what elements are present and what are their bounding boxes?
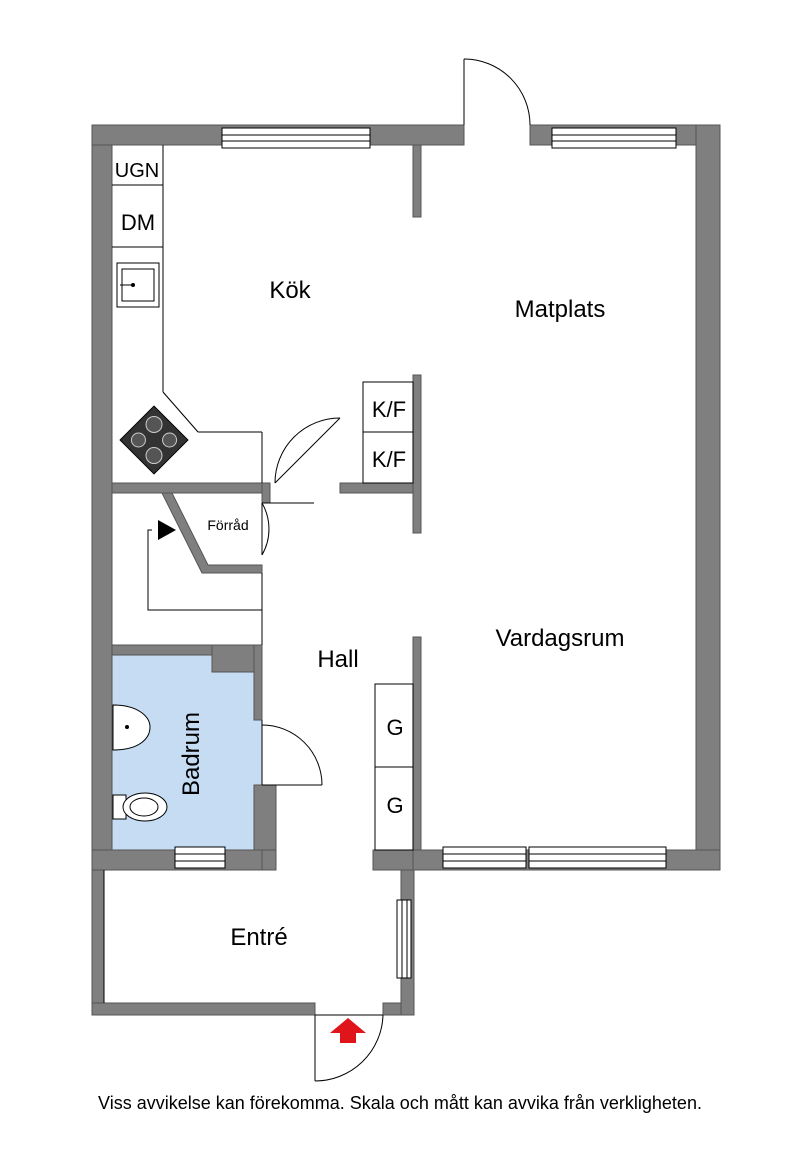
label-fridge-freezer-2: K/F — [372, 447, 406, 472]
sink-icon — [116, 262, 160, 308]
label-dishwasher: DM — [121, 210, 155, 235]
toilet-icon — [112, 792, 168, 822]
windows — [174, 127, 677, 979]
room-label-hall: Hall — [317, 646, 358, 673]
stair-arrow-icon — [158, 520, 176, 540]
room-label-dining: Matplats — [515, 296, 606, 323]
entrance-arrow-icon — [330, 1018, 366, 1043]
stove-icon — [119, 405, 189, 475]
label-wardrobe-1: G — [386, 715, 403, 740]
label-fridge-freezer-1: K/F — [372, 397, 406, 422]
room-label-entrance: Entré — [230, 924, 287, 951]
disclaimer-text: Viss avvikelse kan förekomma. Skala och … — [98, 1093, 702, 1113]
label-oven: UGN — [115, 160, 159, 182]
doors — [261, 58, 531, 1082]
room-label-bathroom: Badrum — [178, 712, 205, 796]
room-label-living: Vardagsrum — [496, 625, 625, 652]
walls — [91, 124, 721, 1016]
room-label-storage: Förråd — [207, 517, 248, 533]
washbasin-icon — [112, 704, 151, 751]
interior-lines — [103, 145, 414, 1003]
room-label-kitchen: Kök — [269, 277, 311, 304]
label-wardrobe-2: G — [386, 793, 403, 818]
